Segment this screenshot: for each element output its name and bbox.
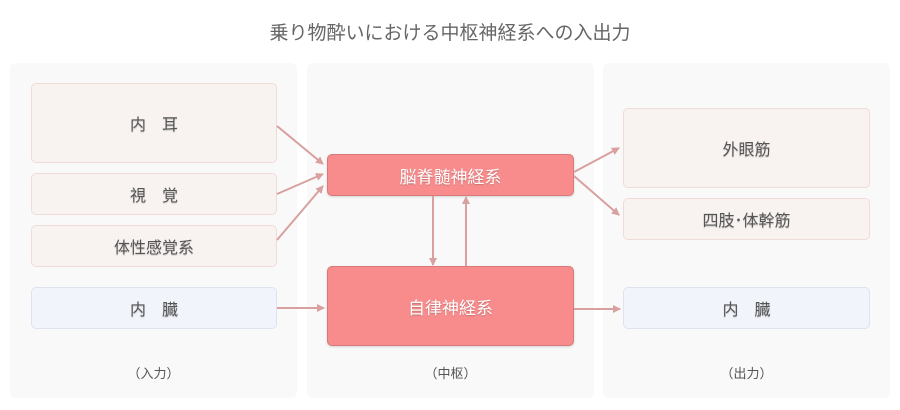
arrow-extraocular <box>573 147 620 173</box>
output-viscera: 内 臓 <box>623 287 870 329</box>
input-viscera: 内 臓 <box>31 287 277 329</box>
input-vision: 視 覚 <box>31 173 277 215</box>
output-label: （出力） <box>720 367 773 382</box>
center-label: （中枢） <box>424 367 477 382</box>
input-inner-ear: 内 耳 <box>31 83 277 163</box>
cerebrospinal-nervous-system: 脳脊髄神経系 <box>327 154 574 196</box>
input-label: （入力） <box>127 367 180 382</box>
arrow-somatosensory <box>276 185 324 241</box>
arrow-vision <box>276 173 324 195</box>
autonomic-nervous-system: 自律神経系 <box>327 266 574 346</box>
arrow-limb <box>573 175 620 216</box>
output-extraocular-muscles: 外眼筋 <box>623 108 870 188</box>
output-limb-trunk-muscles: 四肢･体幹筋 <box>623 198 870 240</box>
arrow-inner-ear <box>276 125 324 165</box>
diagram-title: 乗り物酔いにおける中枢神経系への入出力 <box>269 22 631 44</box>
input-somatosensory: 体性感覚系 <box>31 225 277 267</box>
